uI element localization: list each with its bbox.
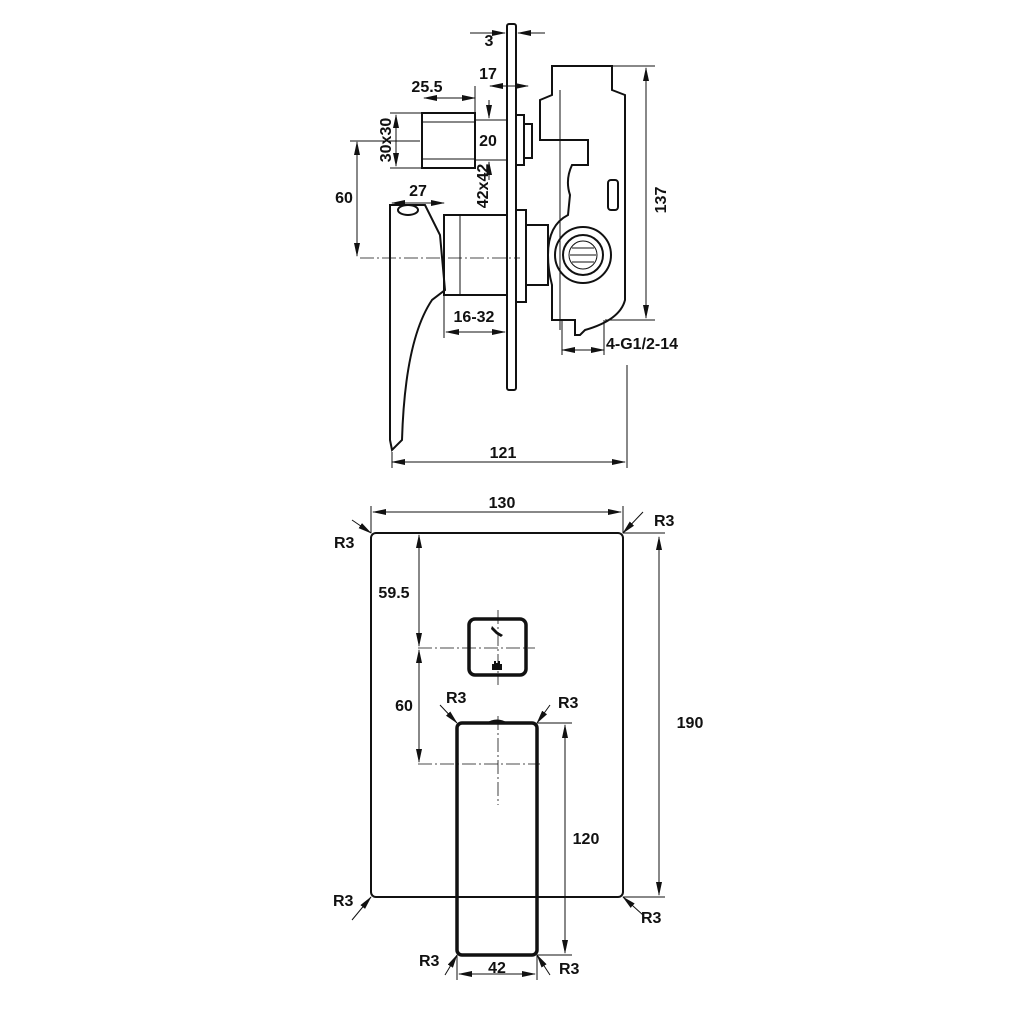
dim-plate-width: 130	[489, 495, 516, 512]
dim-plate-height: 190	[677, 715, 704, 732]
dim-overall-depth: 121	[490, 445, 517, 462]
dim-lever-width: 42	[488, 960, 506, 977]
diverter-spindle	[421, 112, 476, 169]
wall-plate-front	[370, 532, 624, 898]
wall-plate-side	[506, 23, 517, 391]
radius-lever-bottom-right: R3	[559, 961, 580, 978]
diverter-knob	[467, 617, 528, 677]
radius-lever-bottom-left: R3	[419, 953, 440, 970]
cartridge-body	[443, 214, 508, 296]
radius-bottom-right: R3	[641, 910, 662, 927]
outlet-port	[554, 226, 612, 284]
dim-connections: 4-G1/2-14	[606, 336, 678, 353]
dim-20: 20	[479, 133, 497, 150]
body-flange	[515, 209, 527, 303]
dim-center-60: 60	[335, 190, 353, 207]
dim-lever-27: 27	[409, 183, 427, 200]
dim-25-5: 25.5	[411, 79, 442, 96]
dim-body-square: 42x42	[475, 164, 492, 209]
valve-body	[539, 65, 626, 336]
radius-bottom-left: R3	[333, 893, 354, 910]
side-view: 3 17 25.5 30x30 20 42x42 60 27 16-32 4-G…	[335, 23, 678, 468]
shower-icon	[491, 626, 503, 637]
front-view: 130 R3 R3 59.5 60 R3 R3 190 120 R3 R3 R3…	[333, 495, 703, 980]
lever-tip	[397, 204, 419, 216]
dim-spindle-square: 30x30	[378, 118, 395, 163]
radius-lever-top-right: R3	[558, 695, 579, 712]
dim-wall-range: 16-32	[454, 309, 495, 326]
radius-lever-top-left: R3	[446, 690, 467, 707]
lever-handle-front	[455, 721, 539, 957]
lever-handle-side	[389, 204, 447, 453]
bath-icon	[492, 661, 502, 670]
dim-17: 17	[479, 66, 497, 83]
dim-lever-length: 120	[573, 831, 600, 848]
radius-top-right: R3	[654, 513, 675, 530]
spindle-flange	[515, 114, 525, 166]
dim-body-height: 137	[653, 187, 670, 214]
dim-plate-thickness: 3	[485, 33, 494, 50]
dim-diverter-to-lever: 60	[395, 698, 413, 715]
dim-top-to-diverter: 59.5	[378, 585, 409, 602]
radius-top-left: R3	[334, 535, 355, 552]
